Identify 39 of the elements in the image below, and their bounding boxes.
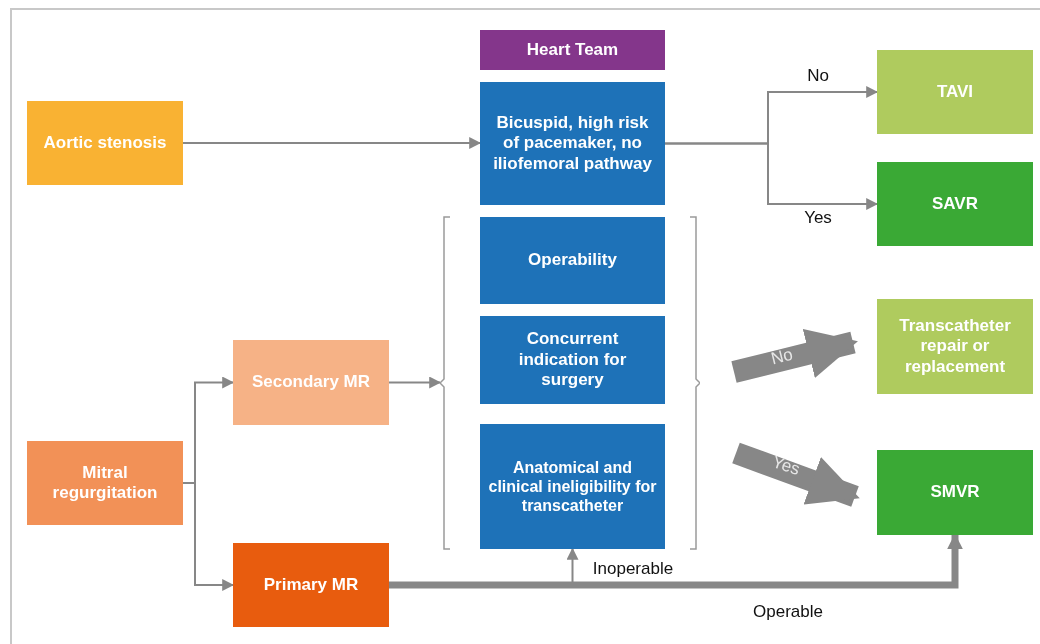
process-box <box>233 340 389 425</box>
process-box <box>877 299 1033 394</box>
box-text: TAVI <box>936 81 974 103</box>
process-box <box>480 30 665 70</box>
box-text: Mitral regurgitation <box>51 462 159 504</box>
box-text: Aortic stenosis <box>43 132 167 154</box>
process-box <box>877 162 1033 246</box>
process-box <box>27 441 183 525</box>
process-box <box>480 217 665 304</box>
edge-label: Yes <box>804 208 832 228</box>
edge-label: No <box>769 344 795 370</box>
box-text: Concurrent indication for surgery <box>517 329 628 391</box>
box-text: Heart Team <box>526 39 619 61</box>
arrow <box>388 376 442 389</box>
arrow <box>664 142 879 210</box>
process-box <box>480 424 665 549</box>
arrow <box>182 137 482 149</box>
process-box <box>877 450 1033 535</box>
edge-label: Inoperable <box>592 559 674 579</box>
block-arrow <box>389 533 964 589</box>
process-box <box>480 82 665 205</box>
box-text: Secondary MR <box>251 372 371 393</box>
box-text: Transcatheter repair or replacement <box>898 315 1012 378</box>
box-text: Bicuspid, high risk of pacemaker, no iliofemoral pathway <box>492 112 653 175</box>
box-text: Operability <box>528 250 617 271</box>
block-arrow <box>731 328 858 383</box>
process-box <box>877 50 1033 134</box>
edge-label: Operable <box>753 602 823 622</box>
box-text: Anatomical and clinical ineligibility for transcatheter <box>488 457 657 516</box>
process-box <box>233 543 389 627</box>
edge-label: No <box>807 66 829 86</box>
block-arrow <box>732 442 860 507</box>
box-text: SAVR <box>932 193 978 215</box>
arrow <box>182 482 235 591</box>
box-text: SMVR <box>930 482 980 503</box>
edge-label: Yes <box>769 452 803 480</box>
box-text: Primary MR <box>263 574 359 596</box>
process-box <box>27 101 183 185</box>
process-box <box>480 316 665 404</box>
